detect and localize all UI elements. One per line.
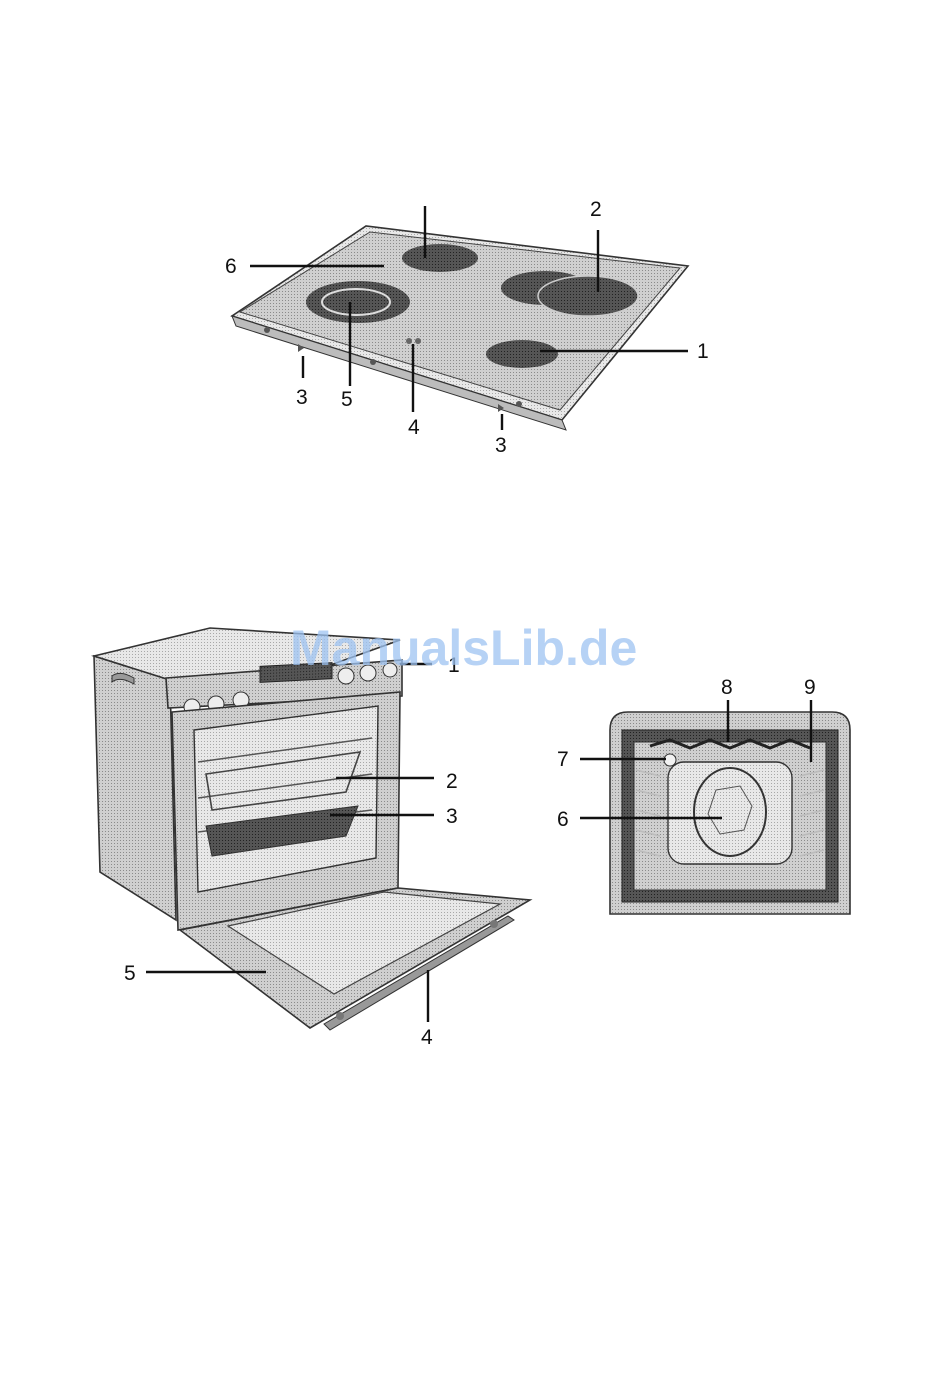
oven-illustration: 1 2 3 4 5 (94, 628, 530, 1049)
hob-label-3b: 3 (495, 434, 507, 457)
hob-label-6: 6 (225, 255, 237, 278)
interior-label-7: 7 (557, 748, 569, 771)
oven-label-2: 2 (446, 770, 458, 793)
hob-fixing-screw (370, 359, 376, 365)
handle-mount (336, 1012, 344, 1020)
hob-fixing-screw (264, 327, 270, 333)
hob-label-4: 4 (408, 416, 420, 439)
oven-label-3: 3 (446, 805, 458, 828)
residual-heat-indicator-2 (415, 338, 421, 344)
hob-label-1: 1 (697, 340, 709, 363)
hob-label-2: 2 (590, 198, 602, 221)
cooking-zone-rear-left (402, 244, 478, 272)
oven-side-panel (94, 656, 176, 920)
residual-heat-indicator (406, 338, 412, 344)
cooking-zone-front-right (486, 340, 558, 368)
interior-label-8: 8 (721, 676, 733, 699)
interior-label-9: 9 (804, 676, 816, 699)
oven-interior-illustration: 6 7 8 9 (557, 676, 850, 914)
watermark: ManualsLib.de (290, 620, 637, 676)
oven-label-5: 5 (124, 962, 136, 985)
hob-label-3a: 3 (296, 386, 308, 409)
handle-mount (490, 920, 498, 928)
hob-illustration: 1 2 3 3 4 5 6 (225, 198, 709, 457)
cooking-zone-roaster-right (538, 276, 638, 316)
hob-fixing-screw (516, 401, 522, 407)
oven-label-4: 4 (421, 1026, 433, 1049)
hob-label-5: 5 (341, 388, 353, 411)
interior-label-6: 6 (557, 808, 569, 831)
